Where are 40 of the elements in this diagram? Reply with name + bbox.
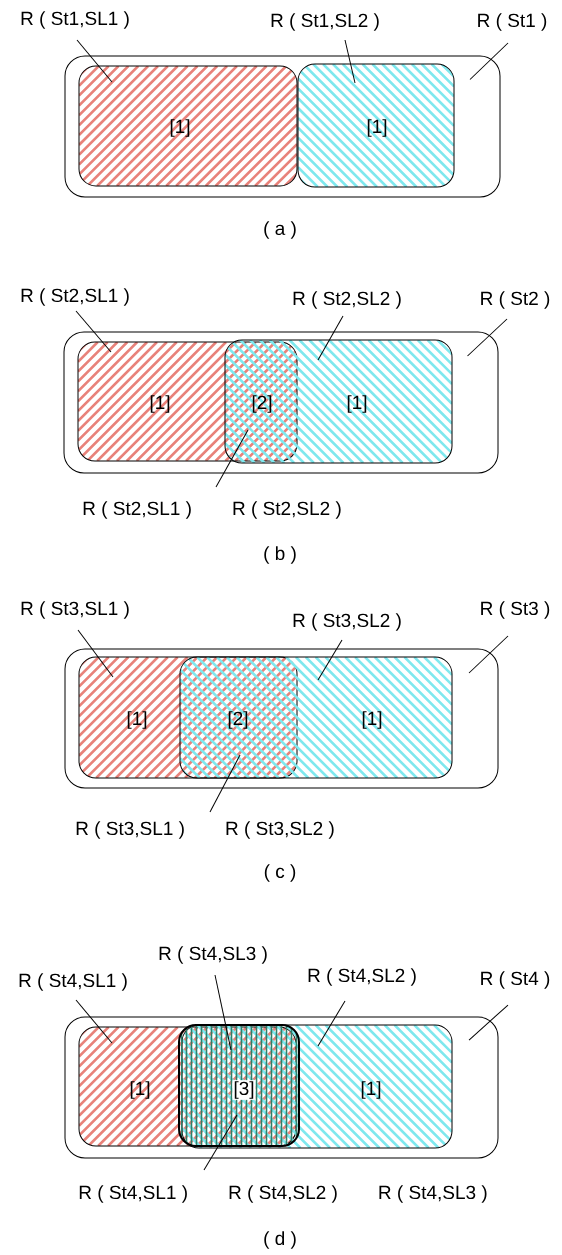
panel-caption: ( b ): [264, 546, 296, 564]
region-label: R ( St2 ): [481, 291, 550, 309]
leader-line: [317, 1000, 346, 1047]
region-box: [3]: [178, 1024, 300, 1147]
region-box: [1]: [297, 63, 455, 188]
region-label: R ( St3 ): [481, 601, 550, 619]
outer-box: [64, 648, 499, 789]
outer-box: [64, 55, 501, 198]
region-labels: R ( St3,SL1 ) R ( St3,SL2 ): [76, 821, 334, 839]
leader-line: [467, 318, 508, 357]
panel-caption: ( c ): [264, 864, 296, 882]
overlap-label: [2]: [252, 395, 272, 413]
region-label: R ( St4,SL1 ): [19, 973, 127, 991]
region-box: [1]: [78, 65, 298, 187]
leader-line: [77, 629, 114, 678]
region-label: R ( St4,SL3 ): [159, 946, 267, 964]
overlap-label: [2]: [228, 711, 248, 729]
leader-line: [214, 974, 232, 1051]
region-label: R ( St1 ): [478, 13, 547, 31]
leader-line: [468, 635, 509, 674]
region-label: R ( St2,SL1 ): [21, 288, 129, 306]
outer-box: [64, 1016, 499, 1159]
region-labels: R ( St4,SL1 ) R ( St4,SL2 ) R ( St4,SL3 ): [79, 1185, 487, 1203]
leader-line: [468, 1004, 509, 1041]
region-label: R ( St4,SL2 ): [308, 968, 416, 986]
region-label: R ( St2,SL2 ): [293, 291, 401, 309]
leader-line: [344, 39, 356, 84]
region-label: R ( St1,SL1 ): [21, 11, 129, 29]
leader-line: [75, 310, 112, 353]
panel-caption: ( d ): [264, 1231, 296, 1249]
outer-box: [63, 331, 499, 474]
region-label: R ( St4 ): [481, 971, 550, 989]
region-label: R ( St3,SL2 ): [293, 613, 401, 631]
region-labels: R ( St2,SL1 ) R ( St2,SL2 ): [83, 501, 341, 519]
panel-caption: ( a ): [264, 221, 296, 239]
leader-line: [209, 754, 241, 813]
leader-line: [317, 315, 344, 361]
leader-line: [469, 42, 509, 80]
region-label: R ( St1,SL2 ): [271, 13, 379, 31]
region-label: R ( St3,SL1 ): [21, 601, 129, 619]
